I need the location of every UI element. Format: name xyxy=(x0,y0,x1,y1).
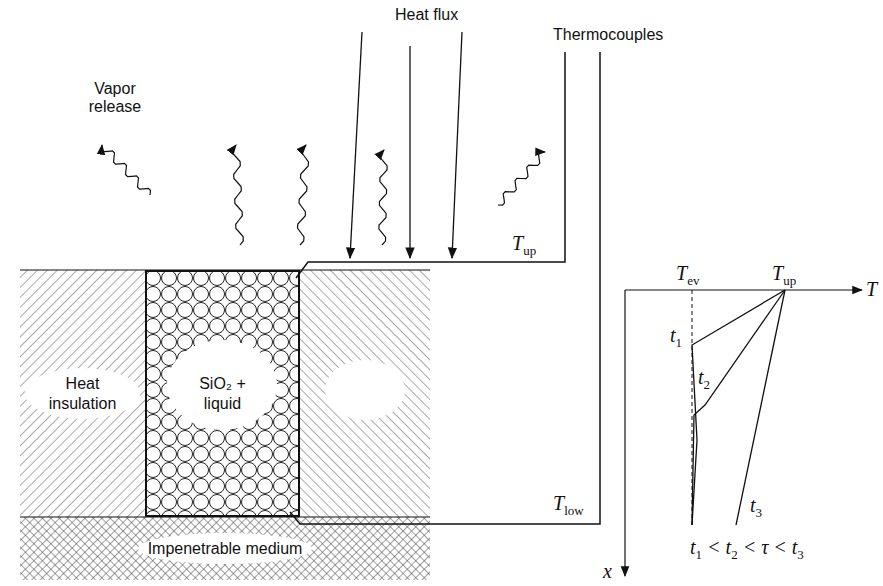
time-label: t1 xyxy=(670,324,682,351)
axis-name: T xyxy=(866,278,877,301)
temperature-label: Tlow xyxy=(553,492,584,519)
temperature-label: Tup xyxy=(512,232,536,259)
heat-flux-label: Heat flux xyxy=(395,6,458,24)
region-label: Heat insulation xyxy=(25,368,140,418)
insulation-hatch xyxy=(300,270,430,517)
insulation-hatch xyxy=(20,270,145,517)
heat-flux-arrow xyxy=(350,32,362,258)
vapor-arrows xyxy=(102,145,546,245)
thermocouples-label: Thermocouples xyxy=(553,26,663,44)
liquid-patch xyxy=(167,340,277,430)
impenetrable-hatch xyxy=(20,517,430,580)
axis-value: Tev xyxy=(676,262,699,289)
region-label: Impenetrable medium xyxy=(138,533,313,564)
axis-name: x xyxy=(603,560,612,583)
profile-curve xyxy=(692,290,785,525)
axis-value: Tup xyxy=(772,262,796,289)
profile-curve xyxy=(736,290,785,525)
time-label: t3 xyxy=(750,494,762,521)
t-axis xyxy=(625,289,862,290)
vapor-arrow xyxy=(379,150,387,245)
insulation-region: Heat insulation xyxy=(20,270,145,517)
heat-flux-arrow xyxy=(409,46,410,258)
vapor-arrow xyxy=(498,152,545,205)
sample-box: SiO₂ + liquid xyxy=(145,270,300,517)
x-axis xyxy=(624,290,625,576)
heat-flux-arrow xyxy=(452,32,462,258)
region-label: SiO₂ + liquid xyxy=(173,368,273,418)
thermocouple-wire xyxy=(290,52,600,524)
vapor-arrow xyxy=(102,145,151,195)
sio2-packing xyxy=(145,270,300,517)
time-label: t2 xyxy=(698,366,710,393)
impenetrable-band: Impenetrable medium xyxy=(20,517,430,580)
vapor-arrow xyxy=(298,145,309,245)
vapor-label: Vapor release xyxy=(80,80,150,116)
blank-patch xyxy=(325,360,405,420)
time-order: t1 < t2 < τ < t3 xyxy=(690,536,804,563)
vapor-arrow xyxy=(233,145,244,245)
thermocouple-wire xyxy=(296,52,565,278)
profile-curve xyxy=(692,290,785,525)
